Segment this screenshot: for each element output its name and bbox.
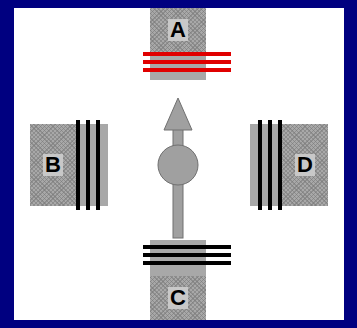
- coil-a-front: [143, 52, 231, 72]
- electromagnet-core: C: [150, 276, 206, 320]
- coil-d: [258, 120, 282, 210]
- electromagnet-core: D: [282, 124, 328, 206]
- phase-letter: A: [168, 19, 188, 41]
- electromagnet-core: B: [30, 124, 76, 206]
- phase-letter: D: [295, 154, 315, 176]
- coil-c: [143, 245, 231, 265]
- coil-a: [143, 52, 231, 72]
- phase-letter: C: [168, 287, 188, 309]
- coil-b: [76, 120, 100, 210]
- phase-letter: B: [43, 154, 63, 176]
- rotor-arrow: [158, 98, 198, 238]
- electromagnet-core: A: [150, 8, 206, 52]
